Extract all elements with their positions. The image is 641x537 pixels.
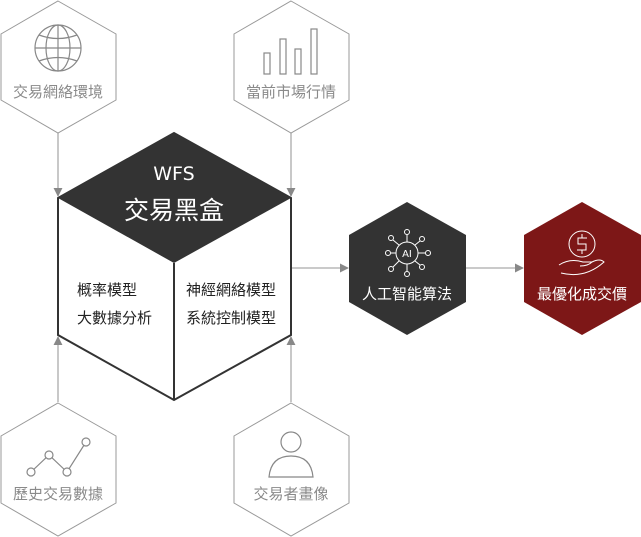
bar-chart-icon	[263, 28, 318, 75]
ai-badge: AI	[402, 249, 412, 260]
ai-label: 人工智能算法	[362, 285, 452, 303]
result-hex: 最優化成交價	[524, 202, 641, 335]
input-market-hex: 當前市場行情	[233, 0, 350, 134]
input-network-hex: 交易網絡環境	[0, 0, 117, 134]
blackbox-title: 交易黑盒	[124, 196, 224, 225]
result-label: 最優化成交價	[537, 285, 627, 303]
input-profile-hex: 交易者畫像	[233, 402, 350, 537]
user-icon	[268, 431, 314, 478]
model-right-1: 神經網絡模型	[186, 281, 276, 299]
globe-icon	[34, 24, 82, 72]
input-history-label: 歷史交易數據	[13, 485, 103, 503]
blackbox-brand: WFS	[153, 163, 194, 185]
model-left-1: 概率模型	[77, 281, 137, 299]
model-right-2: 系統控制模型	[186, 309, 276, 327]
model-left-2: 大數據分析	[77, 309, 152, 327]
input-network-label: 交易網絡環境	[13, 83, 103, 101]
ai-hex: AI 人工智能算法	[349, 202, 466, 335]
line-chart-icon	[26, 437, 91, 477]
input-history-hex: 歷史交易數據	[0, 402, 117, 537]
blackbox-cube: WFS 交易黑盒 概率模型 大數據分析 神經網絡模型 系統控制模型	[57, 131, 292, 402]
dollar-hand-icon	[558, 230, 605, 276]
input-profile-label: 交易者畫像	[253, 485, 328, 503]
ai-network-icon	[385, 229, 431, 277]
input-market-label: 當前市場行情	[246, 83, 336, 101]
